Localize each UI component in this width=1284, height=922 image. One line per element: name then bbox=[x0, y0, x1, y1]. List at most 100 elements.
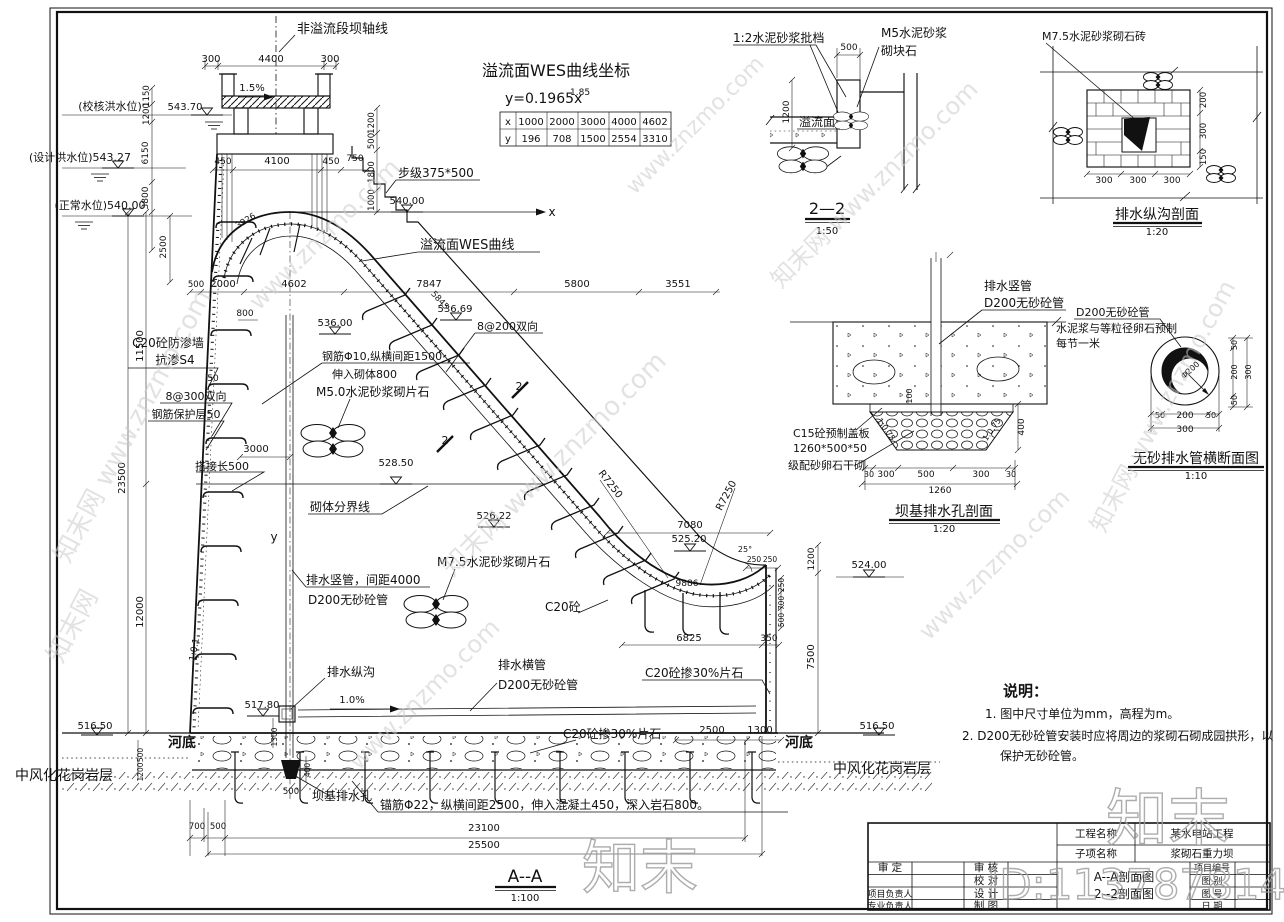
label-river-bottom-left: 河底 bbox=[168, 734, 196, 751]
watermark-text: 知末网 www.znzmo.com bbox=[436, 346, 672, 582]
dim: 7500 bbox=[806, 644, 817, 669]
dim: 23500 bbox=[117, 462, 128, 494]
dim: 500 bbox=[917, 470, 934, 480]
elevation-label: 516.50 bbox=[860, 721, 895, 732]
section-cut-2-mark: 2 bbox=[516, 380, 523, 393]
label-splice: 搭接长500 bbox=[195, 460, 249, 473]
axis-x-label: x bbox=[548, 205, 555, 219]
dim: 300 bbox=[1095, 176, 1112, 186]
dim: 800 bbox=[236, 309, 253, 319]
section-cut-2-line bbox=[436, 381, 529, 453]
label-d200-pipe: D200无砂砼管 bbox=[1076, 305, 1149, 319]
label-m75-masonry: M7.5水泥砂浆砌片石 bbox=[437, 554, 550, 569]
section-title: 排水纵沟剖面 bbox=[1115, 207, 1199, 223]
wes-formula-exp: 1.85 bbox=[570, 88, 590, 98]
dim: 1200 bbox=[142, 103, 152, 125]
dim: 1150 bbox=[142, 85, 152, 107]
dim: 1200 bbox=[782, 100, 792, 123]
label-c20-30: C20砼掺30%片石 bbox=[563, 726, 661, 741]
watermark-text: 知末网 bbox=[41, 585, 104, 668]
label-mesh-200: 8@200双向 bbox=[477, 319, 538, 333]
title-block: 工程名称 某水电站工程 子项名称 浆砌石重力坝 审 定 审 核 校 对 设 计 … bbox=[867, 822, 1271, 912]
sub-name-value: 浆砌石重力坝 bbox=[1171, 847, 1234, 860]
dim: 50 bbox=[1155, 411, 1165, 420]
dim: 400 bbox=[1017, 418, 1027, 435]
dim: 300 bbox=[1199, 123, 1209, 139]
dim: 1200 bbox=[807, 547, 817, 570]
section-title: 2—2 bbox=[809, 199, 845, 218]
label-c15-size: 1260*500*50 bbox=[793, 442, 867, 455]
dim: 500 bbox=[777, 613, 786, 628]
vertical-drain-pipe bbox=[285, 315, 294, 758]
detail-pipe-section bbox=[1074, 318, 1264, 471]
dim: 300 bbox=[1129, 176, 1146, 186]
section-cut-2-mark: 2 bbox=[442, 434, 449, 447]
label-masonry-boundary: 砌体分界线 bbox=[310, 500, 370, 514]
label-granite-right: 中风化花岗岩层 bbox=[833, 761, 931, 777]
reviewer-label: 审 核 bbox=[974, 861, 999, 874]
dim: 300 bbox=[972, 470, 989, 480]
elevation-label: 524.00 bbox=[852, 560, 887, 571]
label-rebar-cover: 钢筋保护层50 bbox=[152, 407, 221, 421]
dim-angle: 25° bbox=[738, 545, 752, 554]
label-rebar-2: 伸入砌体800 bbox=[332, 367, 397, 381]
notes: 说明： 1. 图中尺寸单位为mm，高程为m。 2. D200无砂砼管安装时应将周… bbox=[962, 682, 1273, 763]
dim: 1200 bbox=[136, 762, 145, 781]
dim: 1000 bbox=[367, 189, 377, 211]
dim: 12000 bbox=[135, 596, 146, 628]
label-precast-grout: 水泥浆与等粒径卵石预制 bbox=[1056, 321, 1177, 335]
pm-label: 项目负责人 bbox=[867, 888, 912, 900]
watermark-text: 知末网 www.znzmo.com bbox=[48, 285, 217, 568]
wes-cell: 1000 bbox=[518, 117, 543, 128]
leader-lines bbox=[128, 34, 788, 813]
axis-y-label: y bbox=[270, 530, 277, 544]
znzmo-logo-watermark: 知末 bbox=[582, 834, 698, 902]
crest-structure bbox=[216, 73, 334, 155]
dim: 700 bbox=[189, 822, 205, 832]
dim: 4100 bbox=[264, 156, 289, 167]
base-drain-hole bbox=[281, 760, 301, 779]
dim: 6150 bbox=[141, 141, 151, 164]
label-vertical-pipe-2: D200无砂砼管 bbox=[984, 295, 1064, 310]
date-label: 日 期 bbox=[1202, 901, 1223, 912]
wes-cell: 3310 bbox=[642, 134, 667, 145]
dim: 400 bbox=[303, 763, 312, 778]
stone-symbol bbox=[300, 424, 366, 458]
wes-cell: 708 bbox=[552, 134, 571, 145]
dim: 300 bbox=[1163, 176, 1180, 186]
label-vertical-drain: 排水竖管，间距4000 bbox=[306, 572, 421, 587]
label-vertical-pipe: 排水竖管 bbox=[984, 278, 1032, 293]
wes-cell: 1500 bbox=[580, 134, 605, 145]
label-graded-gravel: 级配砂卵石干砌 bbox=[788, 459, 865, 472]
dim: 2500 bbox=[159, 235, 169, 258]
elevation-label: 528.50 bbox=[379, 458, 414, 469]
dim: 300 bbox=[1176, 425, 1193, 435]
id-watermark: ID:1137878145 bbox=[987, 860, 1284, 909]
wes-cell: y bbox=[505, 134, 511, 145]
dim: 500 bbox=[188, 280, 204, 290]
dim: 23100 bbox=[468, 823, 500, 834]
project-name-value: 某水电站工程 bbox=[1171, 827, 1234, 840]
section-title: 无砂排水管横断面图 bbox=[1133, 451, 1259, 467]
label-m5-masonry: M5.0水泥砂浆砌片石 bbox=[316, 384, 429, 399]
label-c15-cover: C15砼预制盖板 bbox=[793, 426, 870, 440]
elevation-label: 536.00 bbox=[318, 318, 353, 329]
sheet-border bbox=[49, 7, 1273, 915]
drawing-name-1: A--A剖面图 bbox=[1094, 870, 1155, 884]
dim: 7080 bbox=[677, 520, 702, 531]
dim: 3000 bbox=[243, 444, 268, 455]
dim: 450 bbox=[214, 157, 231, 167]
dim: 750 bbox=[346, 154, 363, 164]
project-no-label: 项目编号 bbox=[1194, 862, 1230, 874]
dim: 1200 bbox=[367, 112, 377, 134]
label-granite-left: 中风化花岗岩层 bbox=[15, 768, 113, 784]
label-check-flood-level: (校核洪水位) bbox=[78, 99, 142, 113]
wes-formula: y=0.1965x bbox=[505, 91, 582, 107]
wes-table: 溢流面WES曲线坐标 y=0.1965x 1.85 x 1000 2000 30… bbox=[482, 61, 672, 147]
elevation-label: 516.50 bbox=[78, 721, 113, 732]
dim: 6825 bbox=[676, 633, 701, 644]
label-mortar-batch: 1:2水泥砂浆批档 bbox=[733, 30, 824, 45]
section-title: 坝基排水孔剖面 bbox=[895, 503, 993, 520]
label-design-flood-level: (设计洪水位)543.27 bbox=[29, 150, 131, 164]
wes-cell: 3000 bbox=[580, 117, 605, 128]
